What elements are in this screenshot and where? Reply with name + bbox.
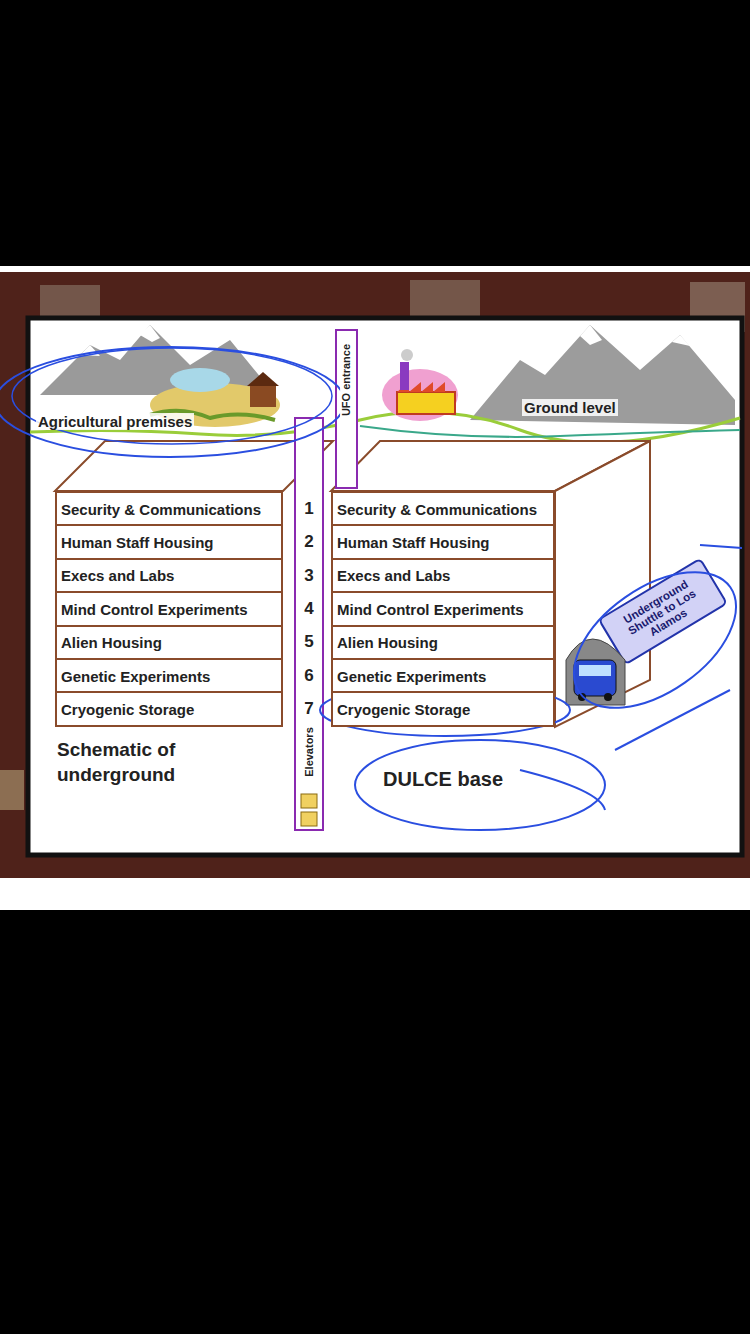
floor-box: Execs and Labs bbox=[55, 558, 283, 593]
floor-number: 7 bbox=[302, 699, 315, 719]
floor-label: Cryogenic Storage bbox=[337, 701, 470, 718]
shaft-label: UFO entrance bbox=[340, 342, 352, 418]
area-label: Agricultural premises bbox=[36, 413, 194, 430]
floor-box: Alien Housing bbox=[55, 625, 283, 660]
floor-number: 1 bbox=[302, 499, 315, 519]
floor-label: Mind Control Experiments bbox=[337, 600, 524, 617]
floor-number: 3 bbox=[302, 566, 315, 586]
floor-number: 4 bbox=[302, 599, 315, 619]
base-title: DULCE base bbox=[383, 768, 503, 791]
shaft-label: Elevators bbox=[303, 725, 315, 779]
floor-box: Genetic Experiments bbox=[55, 658, 283, 693]
floor-box: Genetic Experiments bbox=[331, 658, 555, 693]
floor-number: 5 bbox=[302, 632, 315, 652]
floor-label: Alien Housing bbox=[337, 634, 438, 651]
caption-label: Schematic of underground bbox=[57, 738, 287, 787]
floor-box: Human Staff Housing bbox=[331, 524, 555, 559]
tunnel-label: Underground Shuttle to Los Alamos bbox=[613, 573, 710, 651]
floor-label: Alien Housing bbox=[61, 634, 162, 651]
floor-label: Mind Control Experiments bbox=[61, 600, 248, 617]
floor-label: Human Staff Housing bbox=[61, 534, 214, 551]
floor-label: Human Staff Housing bbox=[337, 534, 490, 551]
floor-label: Cryogenic Storage bbox=[61, 701, 194, 718]
floor-box: Cryogenic Storage bbox=[331, 691, 555, 726]
floor-label: Security & Communications bbox=[61, 500, 261, 517]
floor-label: Execs and Labs bbox=[61, 567, 174, 584]
floor-box: Human Staff Housing bbox=[55, 524, 283, 559]
floor-box: Mind Control Experiments bbox=[331, 591, 555, 626]
floor-box: Execs and Labs bbox=[331, 558, 555, 593]
area-label: Ground level bbox=[522, 399, 618, 416]
floor-box: Alien Housing bbox=[331, 625, 555, 660]
floor-box: Cryogenic Storage bbox=[55, 691, 283, 726]
floor-number: 6 bbox=[302, 666, 315, 686]
floor-label: Genetic Experiments bbox=[61, 667, 210, 684]
floor-box: Security & Communications bbox=[55, 491, 283, 526]
floor-label: Genetic Experiments bbox=[337, 667, 486, 684]
floor-label: Security & Communications bbox=[337, 500, 537, 517]
floor-label: Execs and Labs bbox=[337, 567, 450, 584]
floor-box: Mind Control Experiments bbox=[55, 591, 283, 626]
floor-box: Security & Communications bbox=[331, 491, 555, 526]
floor-number: 2 bbox=[302, 532, 315, 552]
